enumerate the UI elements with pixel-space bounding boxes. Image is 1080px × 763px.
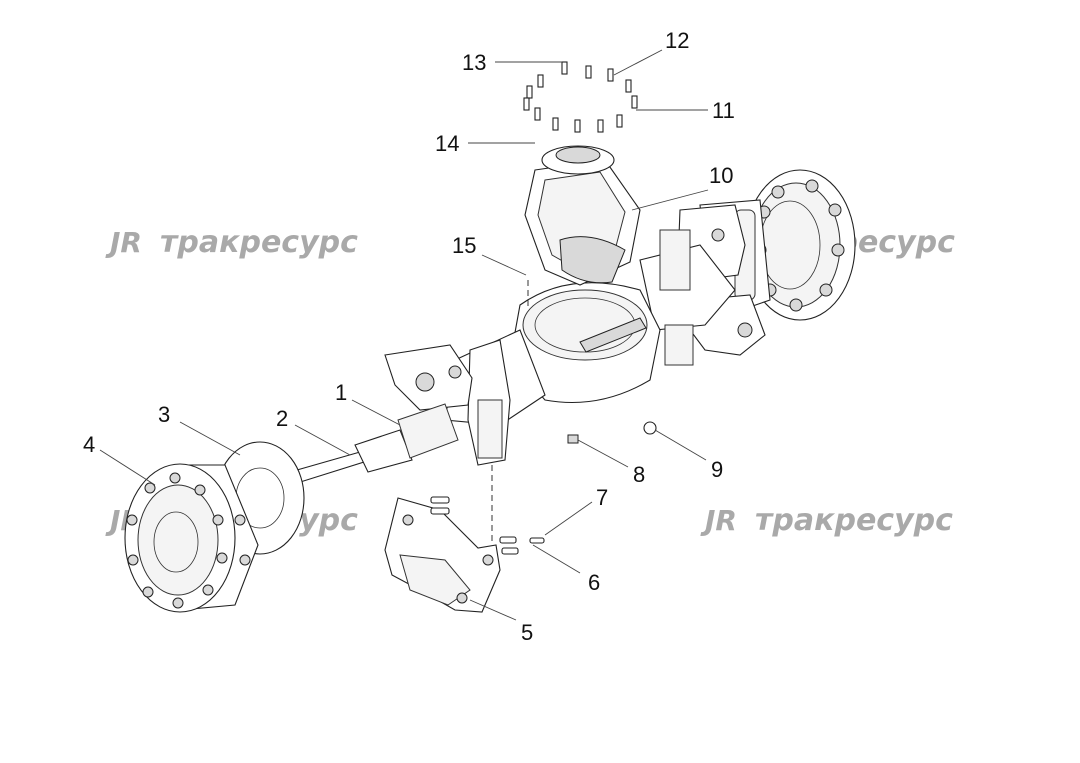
left-brake-caliper-mounted: [384, 344, 473, 411]
left-wheel-hub: [124, 463, 259, 613]
callout-15: 15: [452, 233, 476, 258]
callout-numbers: 1 2 3 4 5 6 7 8 9 10 11 12 13 14 15: [83, 28, 735, 645]
watermark-logo: JR: [700, 504, 737, 537]
callout-4: 4: [83, 432, 95, 457]
callout-6: 6: [588, 570, 600, 595]
watermark-logo: JR: [105, 226, 142, 259]
watermark-top-left: JR тракресурс: [105, 225, 358, 260]
callout-14: 14: [435, 131, 459, 156]
callout-12: 12: [665, 28, 689, 53]
leader-lines: [99, 49, 709, 621]
callout-13: 13: [462, 50, 486, 75]
callout-9: 9: [711, 457, 723, 482]
callout-3: 3: [158, 402, 170, 427]
bolt-ring: [523, 61, 638, 133]
axle-housing: [444, 229, 736, 466]
watermark-text: тракресурс: [160, 225, 358, 260]
brake-caliper-lower: [384, 496, 545, 613]
callout-1: 1: [335, 380, 347, 405]
watermark-text: тракресурс: [755, 503, 953, 538]
callout-7: 7: [596, 485, 608, 510]
watermark-bottom-right: JR тракресурс: [700, 503, 953, 538]
callout-10: 10: [709, 163, 733, 188]
left-axle-shaft: [289, 403, 459, 485]
callout-11: 11: [712, 98, 735, 123]
callout-8: 8: [633, 462, 645, 487]
differential-carrier: [524, 145, 641, 286]
callout-5: 5: [521, 620, 533, 645]
callout-2: 2: [276, 406, 288, 431]
